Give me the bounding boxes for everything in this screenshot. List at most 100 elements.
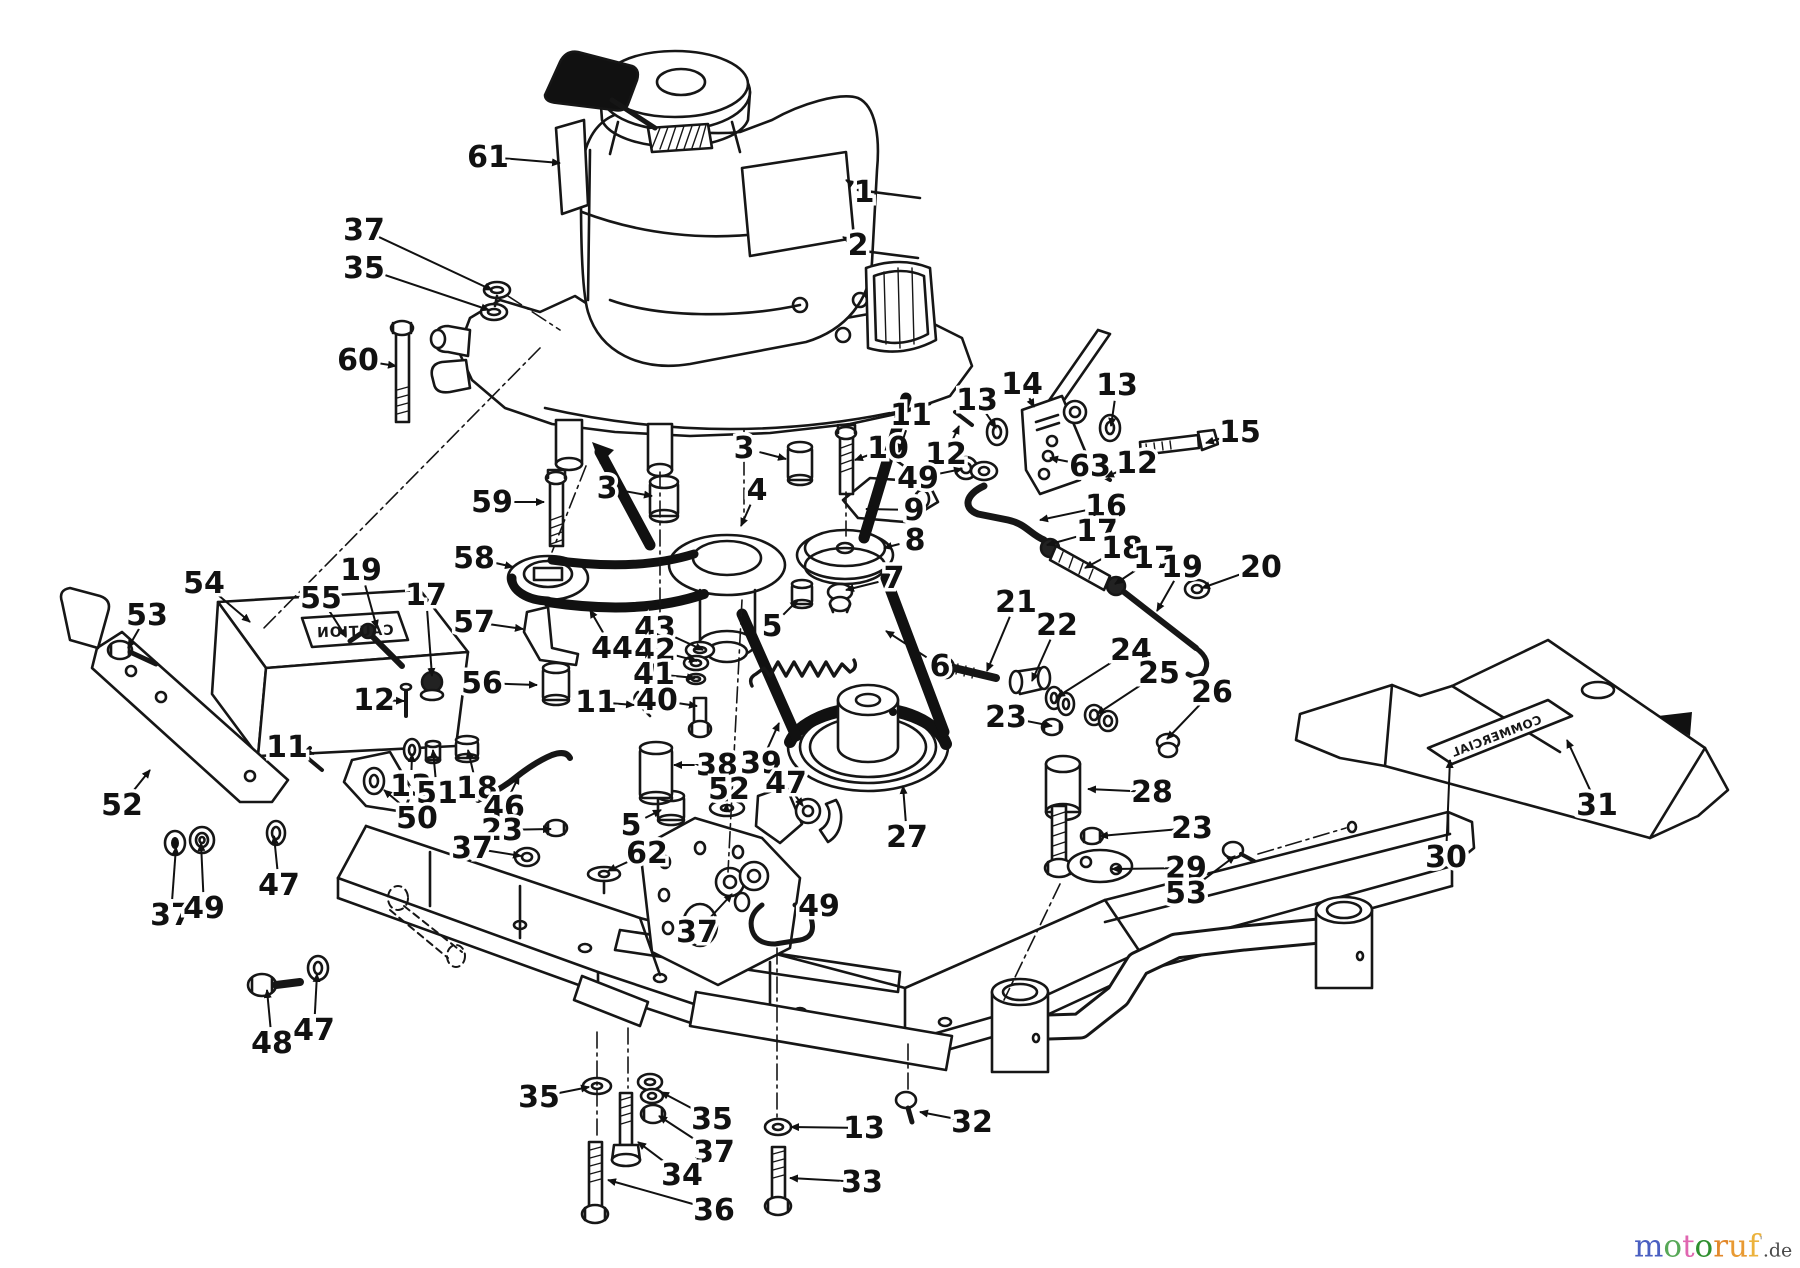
- part-label-30: 30: [1425, 840, 1467, 875]
- motoruf-logo-suffix: .de: [1762, 1239, 1793, 1262]
- leader-line-47: [794, 795, 804, 807]
- part-label-47: 47: [258, 868, 300, 903]
- logo-letter: t: [1682, 1228, 1695, 1265]
- part-label-5: 5: [762, 609, 783, 644]
- spindle-hardware: [544, 440, 854, 614]
- part-label-43: 43: [634, 611, 676, 646]
- part-label-48: 48: [251, 1026, 293, 1061]
- leader-line-49: [933, 466, 963, 476]
- leader-line-17: [1046, 534, 1082, 547]
- leader-line-18: [1084, 554, 1109, 569]
- leader-line-13: [407, 753, 416, 771]
- leader-line-19: [1156, 580, 1175, 612]
- motoruf-logo: motoruf'.de: [1634, 1218, 1794, 1264]
- part-label-54: 54: [183, 566, 225, 601]
- part-label-19: 19: [340, 553, 382, 588]
- leader-line-42: [670, 653, 698, 663]
- centerlines: [261, 295, 1347, 1139]
- leader-line-23: [1021, 719, 1053, 729]
- control-plate-52: [59, 586, 290, 804]
- pulley-58: [506, 554, 590, 602]
- part-label-15: 15: [1219, 415, 1261, 450]
- leader-line-22: [1031, 639, 1052, 682]
- part-label-3: 3: [597, 471, 618, 506]
- leader-line-13: [790, 1123, 849, 1132]
- part-label-41: 41: [633, 657, 675, 692]
- part-label-13: 13: [1096, 368, 1138, 403]
- part-label-53: 53: [126, 598, 168, 633]
- part-label-35: 35: [343, 251, 385, 286]
- leader-line-37: [378, 235, 493, 291]
- part-label-59: 59: [471, 485, 513, 520]
- logo-letter: f: [1748, 1228, 1760, 1265]
- part-label-47: 47: [293, 1013, 335, 1048]
- part-label-22: 22: [1036, 608, 1078, 643]
- leader-line-48: [263, 989, 272, 1028]
- leader-line-40: [672, 700, 698, 709]
- leader-line-43: [669, 633, 704, 651]
- leader-line-17: [1114, 566, 1142, 585]
- leader-line-55: [328, 610, 347, 638]
- leader-line-54: [215, 592, 251, 623]
- part-label-56: 56: [461, 666, 503, 701]
- part-label-19: 19: [1161, 550, 1203, 585]
- logo-letter: u: [1728, 1228, 1749, 1265]
- leader-line-49: [197, 842, 206, 893]
- leader-line-33: [789, 1174, 847, 1183]
- leader-line-60: [373, 360, 397, 369]
- leader-line-11: [897, 429, 908, 453]
- leader-line-16: [1039, 508, 1091, 523]
- part-label-26: 26: [1191, 675, 1233, 710]
- leader-line-12: [1105, 468, 1123, 478]
- mount-29-cluster: [1043, 754, 1256, 884]
- part-label-60: 60: [337, 343, 379, 378]
- part-label-44: 44: [591, 631, 633, 666]
- part-label-46: 46: [483, 790, 525, 825]
- leader-line-20: [1201, 571, 1247, 590]
- part-label-27: 27: [886, 820, 928, 855]
- part-label-28: 28: [1131, 775, 1173, 810]
- part-label-12: 12: [925, 437, 967, 472]
- part-label-35: 35: [518, 1080, 560, 1115]
- part-label-37: 37: [150, 898, 192, 933]
- leader-line-29: [1111, 864, 1171, 873]
- leader-line-36: [607, 1178, 699, 1207]
- part-label-9: 9: [904, 493, 925, 528]
- leader-line-24: [1056, 657, 1119, 698]
- part-label-18: 18: [1101, 531, 1143, 566]
- bracket-57: [522, 605, 580, 707]
- belt-cover-31: [1294, 638, 1730, 840]
- part-label-13: 13: [956, 383, 998, 418]
- leader-line-35: [378, 272, 490, 312]
- leader-line-51: [429, 749, 438, 778]
- part-label-58: 58: [453, 541, 495, 576]
- leader-line-1: [845, 179, 855, 188]
- leader-line-23: [517, 825, 552, 834]
- leader-line-13: [1108, 400, 1117, 427]
- leader-line-52: [131, 769, 151, 794]
- part-label-17: 17: [1076, 514, 1118, 549]
- part-label-2: 2: [848, 228, 869, 263]
- bottom-fasteners: [163, 819, 918, 1225]
- leader-line-50: [383, 789, 406, 809]
- engine-assembly: [429, 49, 1112, 478]
- part-label-8: 8: [905, 523, 926, 558]
- leader-line-47: [270, 835, 279, 870]
- logo-letter: r: [1713, 1228, 1729, 1265]
- part-label-13: 13: [843, 1111, 885, 1146]
- leader-line-41: [669, 673, 696, 682]
- leader-line-31: [1566, 739, 1592, 791]
- part-label-61: 61: [467, 140, 509, 175]
- part-label-55: 55: [300, 581, 342, 616]
- part-label-11: 11: [575, 685, 617, 720]
- part-label-17: 17: [405, 578, 447, 613]
- leader-line-11: [611, 700, 635, 709]
- part-label-49: 49: [897, 461, 939, 496]
- leader-line-13: [985, 412, 997, 429]
- leader-line-35: [660, 1091, 699, 1113]
- leader-line-56: [497, 680, 538, 689]
- part-label-34: 34: [661, 1158, 703, 1193]
- leader-line-63: [1049, 455, 1075, 464]
- leader-line-32: [919, 1109, 957, 1120]
